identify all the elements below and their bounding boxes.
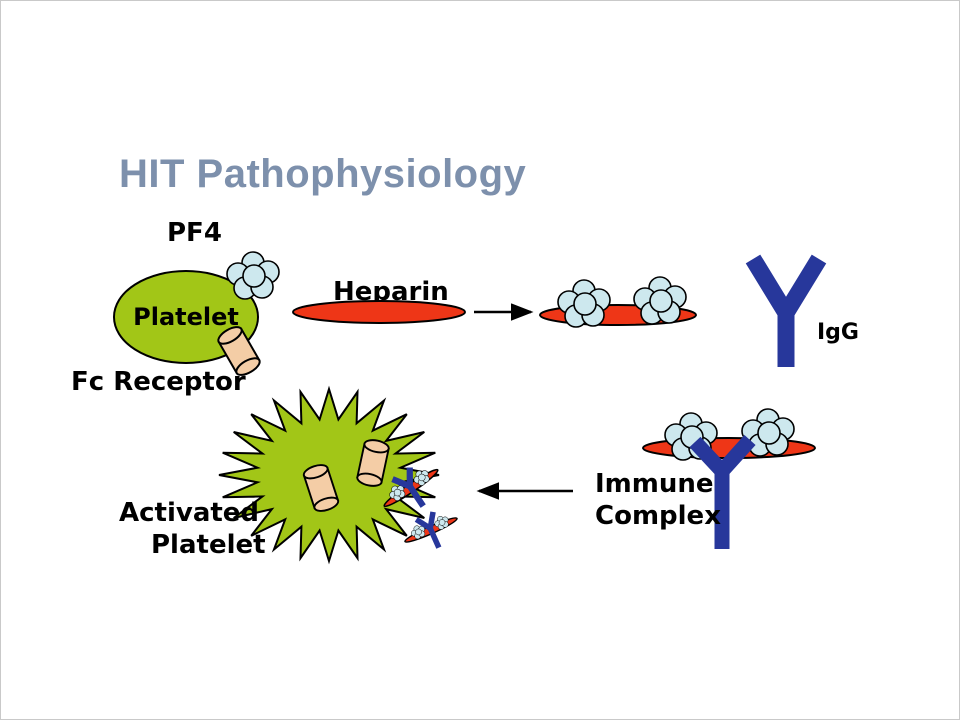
igg-antibody-y — [745, 254, 827, 367]
immune-complex-label-line2: Complex — [595, 501, 721, 531]
pf4-cluster-on-platelet — [226, 251, 280, 300]
fc-receptor-label: Fc Receptor — [71, 367, 246, 397]
mini-immune-complex-2 — [404, 511, 458, 549]
pf4-cluster-complex-left — [557, 279, 611, 328]
mini-antibody-y — [414, 511, 442, 549]
heparin-strand — [292, 300, 466, 324]
mini-antibody-y — [391, 467, 426, 508]
igg-label: IgG — [817, 320, 859, 345]
immune-complex-label-line1: Immune — [595, 469, 714, 499]
pf4-label: PF4 — [167, 218, 222, 248]
mini-immune-complex-1 — [383, 466, 439, 508]
immune-complex-antibody-y — [689, 434, 756, 549]
platelet-label: Platelet — [133, 303, 239, 331]
slide-title: HIT Pathophysiology — [119, 152, 527, 196]
pf4-cluster-complex-right — [633, 276, 687, 325]
activated-platelet-label-line2: Platelet — [151, 530, 266, 560]
activated-platelet-label-line1: Activated — [119, 498, 259, 528]
